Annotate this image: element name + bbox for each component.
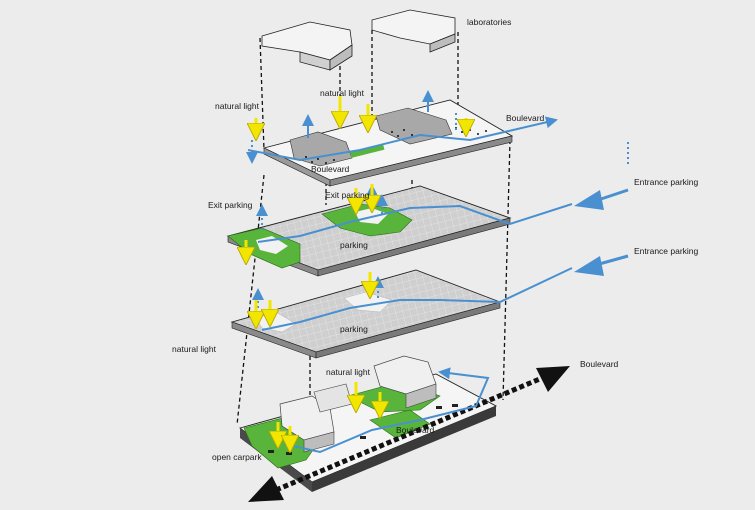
natural-light-label-top-left: natural light xyxy=(215,101,260,111)
laboratory-blocks xyxy=(261,9,456,71)
natural-light-label-side: natural light xyxy=(172,344,217,354)
entrance-parking-arrows xyxy=(574,188,629,276)
laboratories-label: laboratories xyxy=(467,17,511,27)
boulevard-label-bottom-right: Boulevard xyxy=(580,359,619,369)
parking-level-lower xyxy=(230,269,502,359)
circulation-flow-lines xyxy=(247,90,573,454)
open-carpark-label: open carpark xyxy=(212,452,262,462)
boulevard-label-bottom-mid: Boulevard xyxy=(396,425,435,435)
natural-light-label-bottom: natural light xyxy=(326,367,371,377)
boulevard-label-top-right: Boulevard xyxy=(506,113,545,123)
entrance-parking-label-1: Entrance parking xyxy=(634,177,699,187)
natural-light-arrows xyxy=(246,96,466,450)
entrance-parking-label-2: Entrance parking xyxy=(634,246,699,256)
parking-label-lower: parking xyxy=(340,324,368,334)
exit-parking-label-left: Exit parking xyxy=(208,200,253,210)
boulevard-ground-arrow xyxy=(248,366,570,502)
boulevard-label-top-mid: Boulevard xyxy=(311,164,350,174)
exit-parking-label-mid: Exit parking xyxy=(325,190,370,200)
parking-label-upper: parking xyxy=(340,240,368,250)
natural-light-label-top-mid: natural light xyxy=(320,88,365,98)
top-floor-slab xyxy=(262,99,514,187)
parking-level-upper xyxy=(226,185,512,277)
